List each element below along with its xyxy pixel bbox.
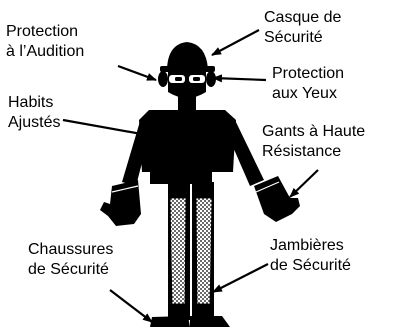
arrow-safety-helmet: [212, 30, 259, 55]
right-leg-with-chaps: [192, 182, 214, 320]
arrow-hearing-protection: [118, 66, 156, 80]
label-eye-protection-line1: Protection: [272, 64, 344, 84]
label-fitted-clothing: Habits Ajustés: [8, 93, 60, 133]
label-safety-shoes: Chaussures de Sécurité: [28, 240, 113, 280]
label-safety-shoes-line1: Chaussures: [28, 240, 113, 260]
label-safety-chaps: Jambières de Sécurité: [270, 236, 351, 276]
label-hearing-protection-line1: Protection: [6, 22, 84, 42]
right-glove: [254, 176, 300, 222]
arrow-eye-protection: [213, 78, 266, 80]
label-heavy-duty-gloves-line1: Gants à Haute: [262, 122, 365, 142]
label-safety-helmet: Casque de Sécurité: [264, 8, 341, 48]
left-leg-with-chaps: [168, 182, 190, 320]
label-fitted-clothing-line2: Ajustés: [8, 113, 60, 133]
head-with-goggles: [168, 72, 206, 98]
arrow-safety-shoes: [110, 290, 152, 322]
label-safety-chaps-line1: Jambières: [270, 236, 351, 256]
left-safety-shoe: [150, 316, 190, 327]
label-hearing-protection-line2: à l’Audition: [6, 42, 84, 62]
torso-fitted-clothing: [139, 110, 236, 172]
arrow-safety-chaps: [213, 264, 268, 292]
safety-helmet-shape: [160, 42, 215, 72]
label-safety-chaps-line2: de Sécurité: [270, 256, 351, 276]
label-safety-helmet-line2: Sécurité: [264, 28, 341, 48]
label-fitted-clothing-line1: Habits: [8, 93, 60, 113]
label-hearing-protection: Protection à l’Audition: [6, 22, 84, 62]
left-glove: [100, 180, 141, 226]
label-heavy-duty-gloves-line2: Résistance: [262, 142, 365, 162]
arrow-heavy-duty-gloves: [290, 170, 318, 197]
right-safety-shoe: [190, 316, 230, 327]
label-safety-helmet-line1: Casque de: [264, 8, 341, 28]
label-eye-protection: Protection aux Yeux: [272, 64, 344, 104]
ear-muff-left: [158, 71, 168, 87]
arrow-fitted-clothing: [63, 120, 147, 135]
label-eye-protection-line2: aux Yeux: [272, 84, 344, 104]
neck: [178, 96, 196, 110]
label-safety-shoes-line2: de Sécurité: [28, 260, 113, 280]
label-heavy-duty-gloves: Gants à Haute Résistance: [262, 122, 365, 162]
